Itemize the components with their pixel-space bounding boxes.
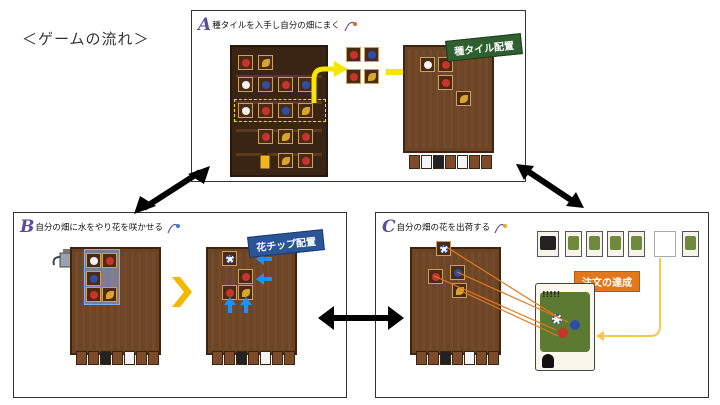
taken-seed-tile	[364, 69, 379, 84]
order-card-small	[607, 231, 624, 257]
seed-tile	[298, 129, 313, 144]
flower-deco-icon	[493, 221, 508, 235]
customer-silhouette-icon	[542, 354, 554, 368]
selected-row-highlight	[234, 99, 326, 122]
flower-chip	[428, 269, 443, 284]
order-card-small	[586, 231, 603, 257]
field-seed-tile	[102, 253, 117, 268]
step-c-heading: C自分の畑の花を出荷する	[382, 217, 508, 237]
seed-tile	[298, 103, 313, 118]
order-card-mark: !!!!!	[542, 290, 561, 299]
field-strip	[416, 351, 499, 365]
taken-seed-tile	[346, 69, 361, 84]
field-strip	[212, 351, 295, 365]
step-a-text: 種タイルを入手し自分の畑にまく	[212, 21, 340, 31]
order-card-art	[540, 292, 590, 352]
step-c-letter: C	[382, 217, 396, 237]
step-a-heading: A種タイルを入手し自分の畑にまく	[198, 15, 357, 35]
seed-tile	[258, 77, 273, 92]
take-arrow-icon	[311, 61, 348, 103]
page-title: ＜ゲームの流れ＞	[22, 30, 150, 48]
seed-tile	[258, 129, 273, 144]
planted-seed-tile	[438, 75, 453, 90]
order-flower-white	[552, 314, 562, 324]
step-b-letter: B	[20, 217, 35, 237]
seed-tile	[278, 77, 293, 92]
step-a-badge: 種タイル配置	[445, 33, 523, 62]
planted-seed-tile	[456, 91, 471, 106]
seed-tile	[298, 153, 313, 168]
step-a-panel: A種タイルを入手し自分の畑にまく 種	[191, 10, 526, 182]
field-seed-tile	[86, 287, 101, 302]
taken-seed-tile	[364, 47, 379, 62]
double-headed-arrow-icon	[516, 164, 584, 208]
flower-chip	[436, 241, 451, 256]
player-field-b-after	[206, 247, 297, 355]
deck-card	[537, 231, 559, 257]
flower-chip	[450, 265, 465, 280]
lantern-icon	[256, 149, 274, 175]
step-b-panel: B自分の畑に水をやり花を咲かせる 花チップ配置	[13, 212, 347, 398]
order-card-small	[628, 231, 645, 257]
field-seed-tile	[238, 269, 253, 284]
step-b-heading: B自分の畑に水をやり花を咲かせる	[20, 217, 180, 237]
flower-deco-icon	[343, 19, 357, 33]
empty-card-slot	[654, 231, 676, 257]
field-strip	[76, 351, 159, 365]
seed-tile	[278, 129, 293, 144]
step-a-letter: A	[198, 15, 212, 35]
order-card-small	[565, 231, 582, 257]
planted-seed-tile	[420, 57, 435, 72]
seed-tile	[238, 77, 253, 92]
seed-tile	[278, 153, 293, 168]
seed-tile	[258, 103, 273, 118]
field-seed-tile	[86, 253, 101, 268]
step-c-text: 自分の畑の花を出荷する	[396, 223, 491, 233]
field-seed-tile	[86, 271, 101, 286]
step-b-text: 自分の畑に水をやり花を咲かせる	[35, 223, 163, 233]
step-b-badge: 花チップ配置	[247, 229, 325, 258]
order-card-large: !!!!!	[535, 283, 595, 371]
taken-seed-tile	[346, 47, 361, 62]
seed-tile	[278, 103, 293, 118]
player-field-c	[410, 247, 501, 355]
seed-tile	[258, 55, 273, 70]
order-card-small	[682, 231, 699, 257]
order-flower-blue	[570, 320, 580, 330]
tip-arrows	[224, 253, 272, 313]
seed-tile	[238, 55, 253, 70]
seed-tile	[238, 103, 253, 118]
field-seed-tile	[102, 287, 117, 302]
chevron-right-icon	[172, 277, 192, 307]
order-flower-red	[558, 328, 568, 338]
flower-deco-icon	[166, 221, 180, 235]
field-strip	[409, 155, 492, 169]
flower-chip	[452, 283, 467, 298]
flower-chip	[222, 251, 237, 266]
